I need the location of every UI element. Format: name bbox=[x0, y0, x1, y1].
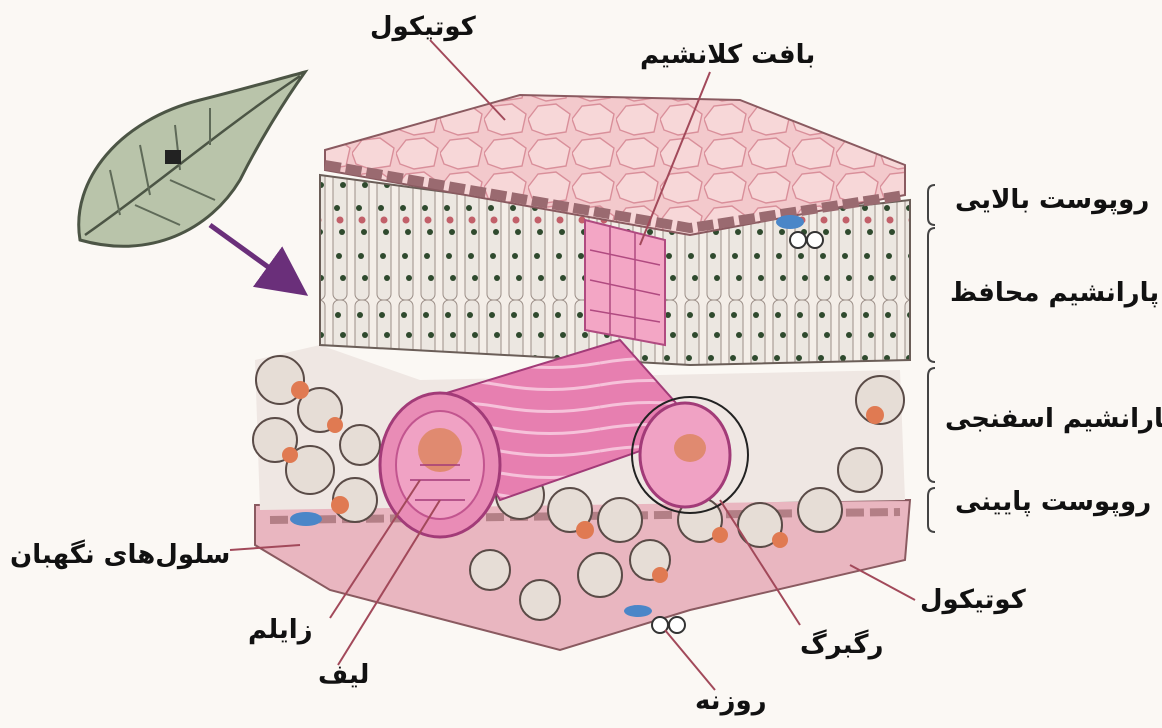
label-vein: رگبرگ bbox=[800, 630, 884, 660]
label-fiber: لیف bbox=[318, 660, 369, 690]
label-lower-epidermis: روپوست پایینی bbox=[955, 487, 1151, 517]
label-stomata: روزنه bbox=[695, 686, 767, 716]
zoom-arrow bbox=[210, 225, 300, 290]
label-guard-cells: سلول‌های نگهبان bbox=[10, 540, 230, 570]
label-spongy: پارانشیم اسفنجی bbox=[945, 404, 1162, 434]
label-palisade: پارانشیم محافظ bbox=[950, 278, 1159, 308]
label-xylem: زایلم bbox=[248, 615, 313, 645]
leaf-icon bbox=[79, 72, 305, 246]
label-upper-epidermis: روپوست بالایی bbox=[955, 185, 1149, 215]
label-cuticle-top: کوتیکول bbox=[370, 12, 476, 42]
label-collenchyma: بافت کلانشیم bbox=[640, 40, 815, 70]
layer-brackets bbox=[928, 185, 935, 532]
collenchyma-shape bbox=[585, 220, 665, 345]
label-cuticle-bottom: کوتیکول bbox=[920, 585, 1026, 615]
